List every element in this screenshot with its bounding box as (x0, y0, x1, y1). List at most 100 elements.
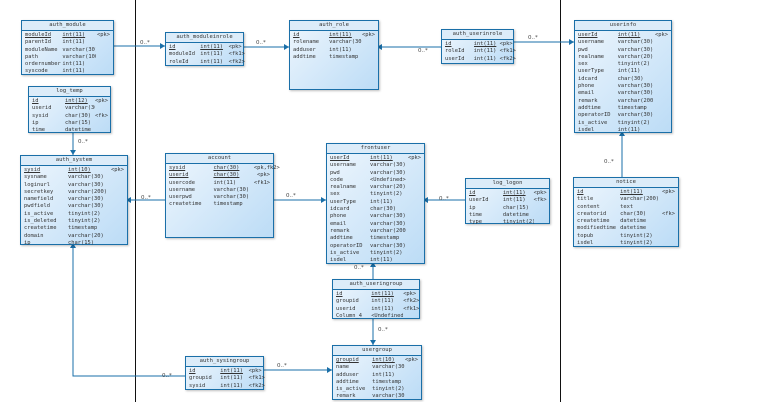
column-row[interactable]: code<Undefined> (330, 177, 421, 184)
column-row[interactable]: Column_4<Undefined> (336, 313, 416, 320)
table-log-temp[interactable]: log_tempidint(12)<pk>useridvarchar(30)sy… (28, 86, 111, 133)
